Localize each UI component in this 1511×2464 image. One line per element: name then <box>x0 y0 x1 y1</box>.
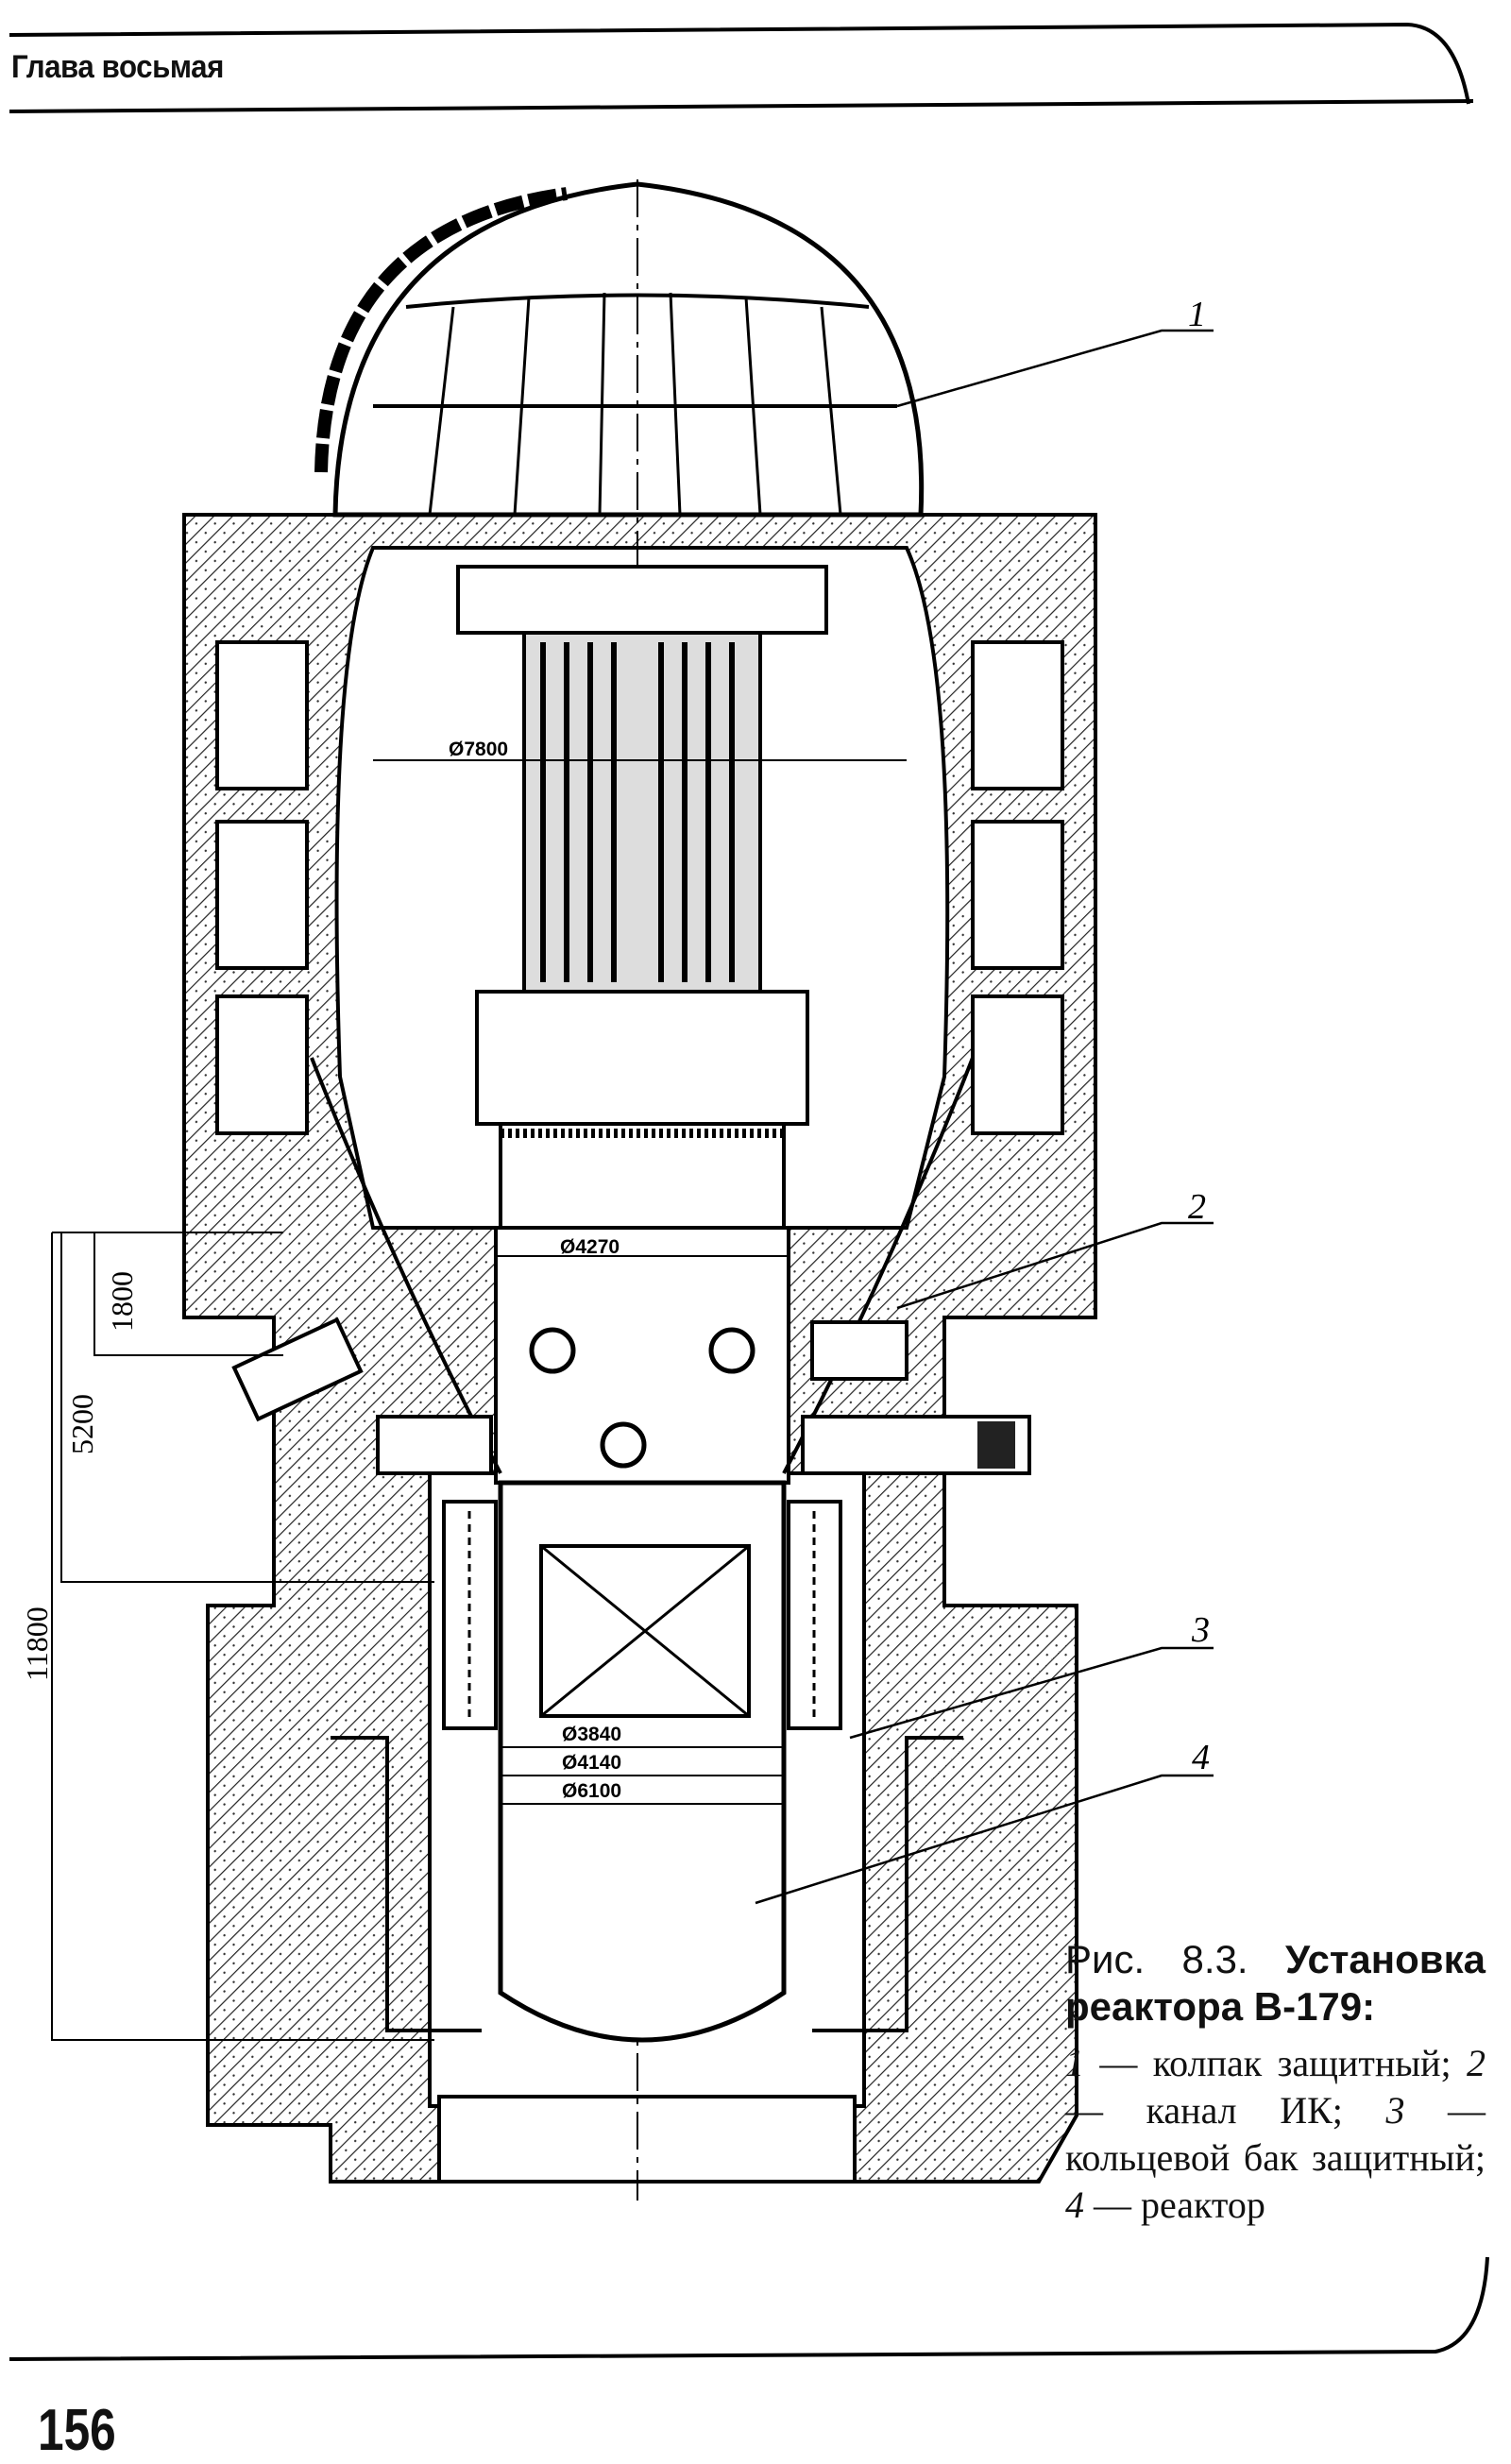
callout-2: 2 <box>1188 1187 1206 1227</box>
height-dimensions <box>51 1232 434 2041</box>
height-11800-label: 11800 <box>20 1606 54 1681</box>
legend-num-3: 3 <box>1385 2089 1405 2132</box>
height-1800-label: 1800 <box>105 1271 139 1332</box>
legend-num-2: 2 <box>1467 2042 1486 2084</box>
legend-text-4: реактор <box>1141 2184 1265 2226</box>
callout-4: 4 <box>1192 1738 1210 1777</box>
legend-text-2: канал ИК; <box>1146 2089 1343 2132</box>
caption-title-line1: Рис. 8.3. Установка <box>1065 1936 1486 1983</box>
legend-text-1: колпак защитный; <box>1152 2042 1452 2084</box>
height-5200-label: 5200 <box>65 1394 99 1454</box>
caption-title-part1: Установка <box>1285 1937 1486 1981</box>
callout-1: 1 <box>1188 295 1206 334</box>
diameter-7800-label: Ø7800 <box>449 739 508 760</box>
legend-num-1: 1 <box>1065 2042 1084 2084</box>
legend-text-3: кольцевой бак защитный; <box>1065 2136 1486 2179</box>
ik-channels <box>231 1057 1031 1475</box>
caption-title-line2: реактора В-179: <box>1065 1984 1376 2029</box>
caption-prefix: Рис. 8.3. <box>1065 1937 1248 1981</box>
caption-legend: 1 — колпак защитный; 2 — канал ИК; 3 — к… <box>1065 2042 1486 2226</box>
diameter-4270-label: Ø4270 <box>560 1236 620 1258</box>
reactor-vessel <box>442 1480 842 2043</box>
diameter-3840-label: Ø3840 <box>562 1724 621 1745</box>
upper-unit <box>373 565 907 1485</box>
chapter-title: Глава восьмая <box>11 49 224 85</box>
page-number: 156 <box>38 2398 116 2463</box>
callout-leaders <box>755 329 1214 1905</box>
figure-caption: Рис. 8.3. Установка реактора В-179: 1 — … <box>1065 1936 1486 2229</box>
callout-3: 3 <box>1191 1610 1210 1650</box>
legend-num-4: 4 <box>1065 2184 1084 2226</box>
diameter-4140-label: Ø4140 <box>562 1752 621 1774</box>
diameter-6100-label: Ø6100 <box>562 1780 621 1802</box>
